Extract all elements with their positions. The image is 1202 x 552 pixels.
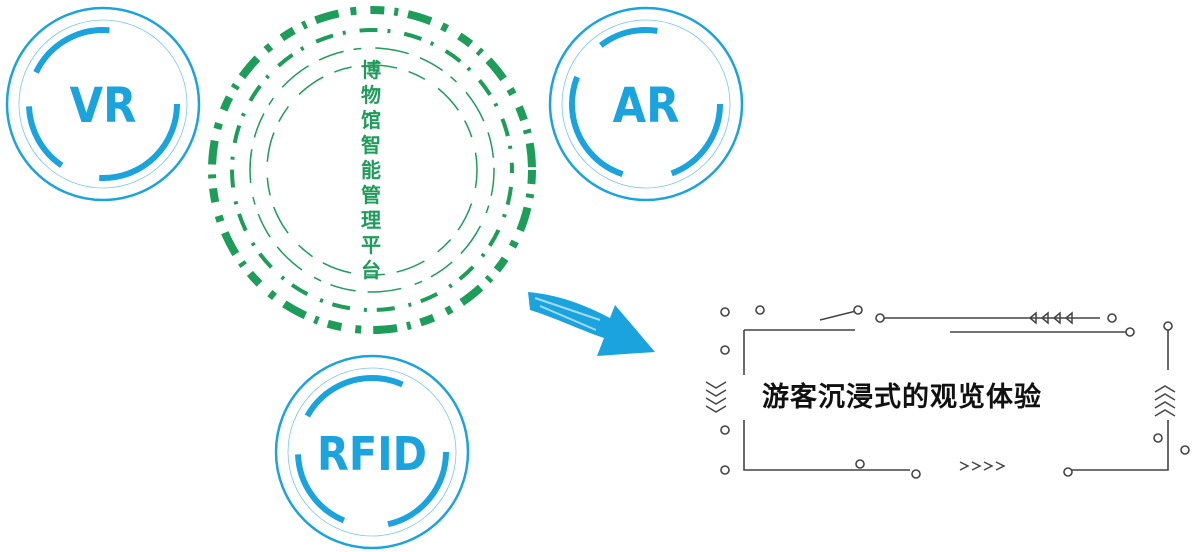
chevron-left-decoration xyxy=(1028,311,1073,325)
rfid-label: RFID xyxy=(317,427,427,481)
ar-label: AR xyxy=(613,78,680,134)
platform-title: 博物馆智能管理平台 xyxy=(361,58,381,282)
chevron-right-decoration xyxy=(959,461,1006,471)
platform-hub xyxy=(208,6,536,334)
chevron-up-decoration xyxy=(1154,385,1176,417)
result-frame xyxy=(720,305,1190,479)
rfid-node: RFID xyxy=(274,354,470,550)
arrow-icon xyxy=(528,292,655,356)
vr-label: VR xyxy=(70,78,137,134)
chevron-down-decoration xyxy=(705,381,727,413)
result-text: 游客沉浸式的观览体验 xyxy=(762,382,1042,413)
ar-node: AR xyxy=(548,6,744,202)
vr-node: VR xyxy=(5,6,201,202)
